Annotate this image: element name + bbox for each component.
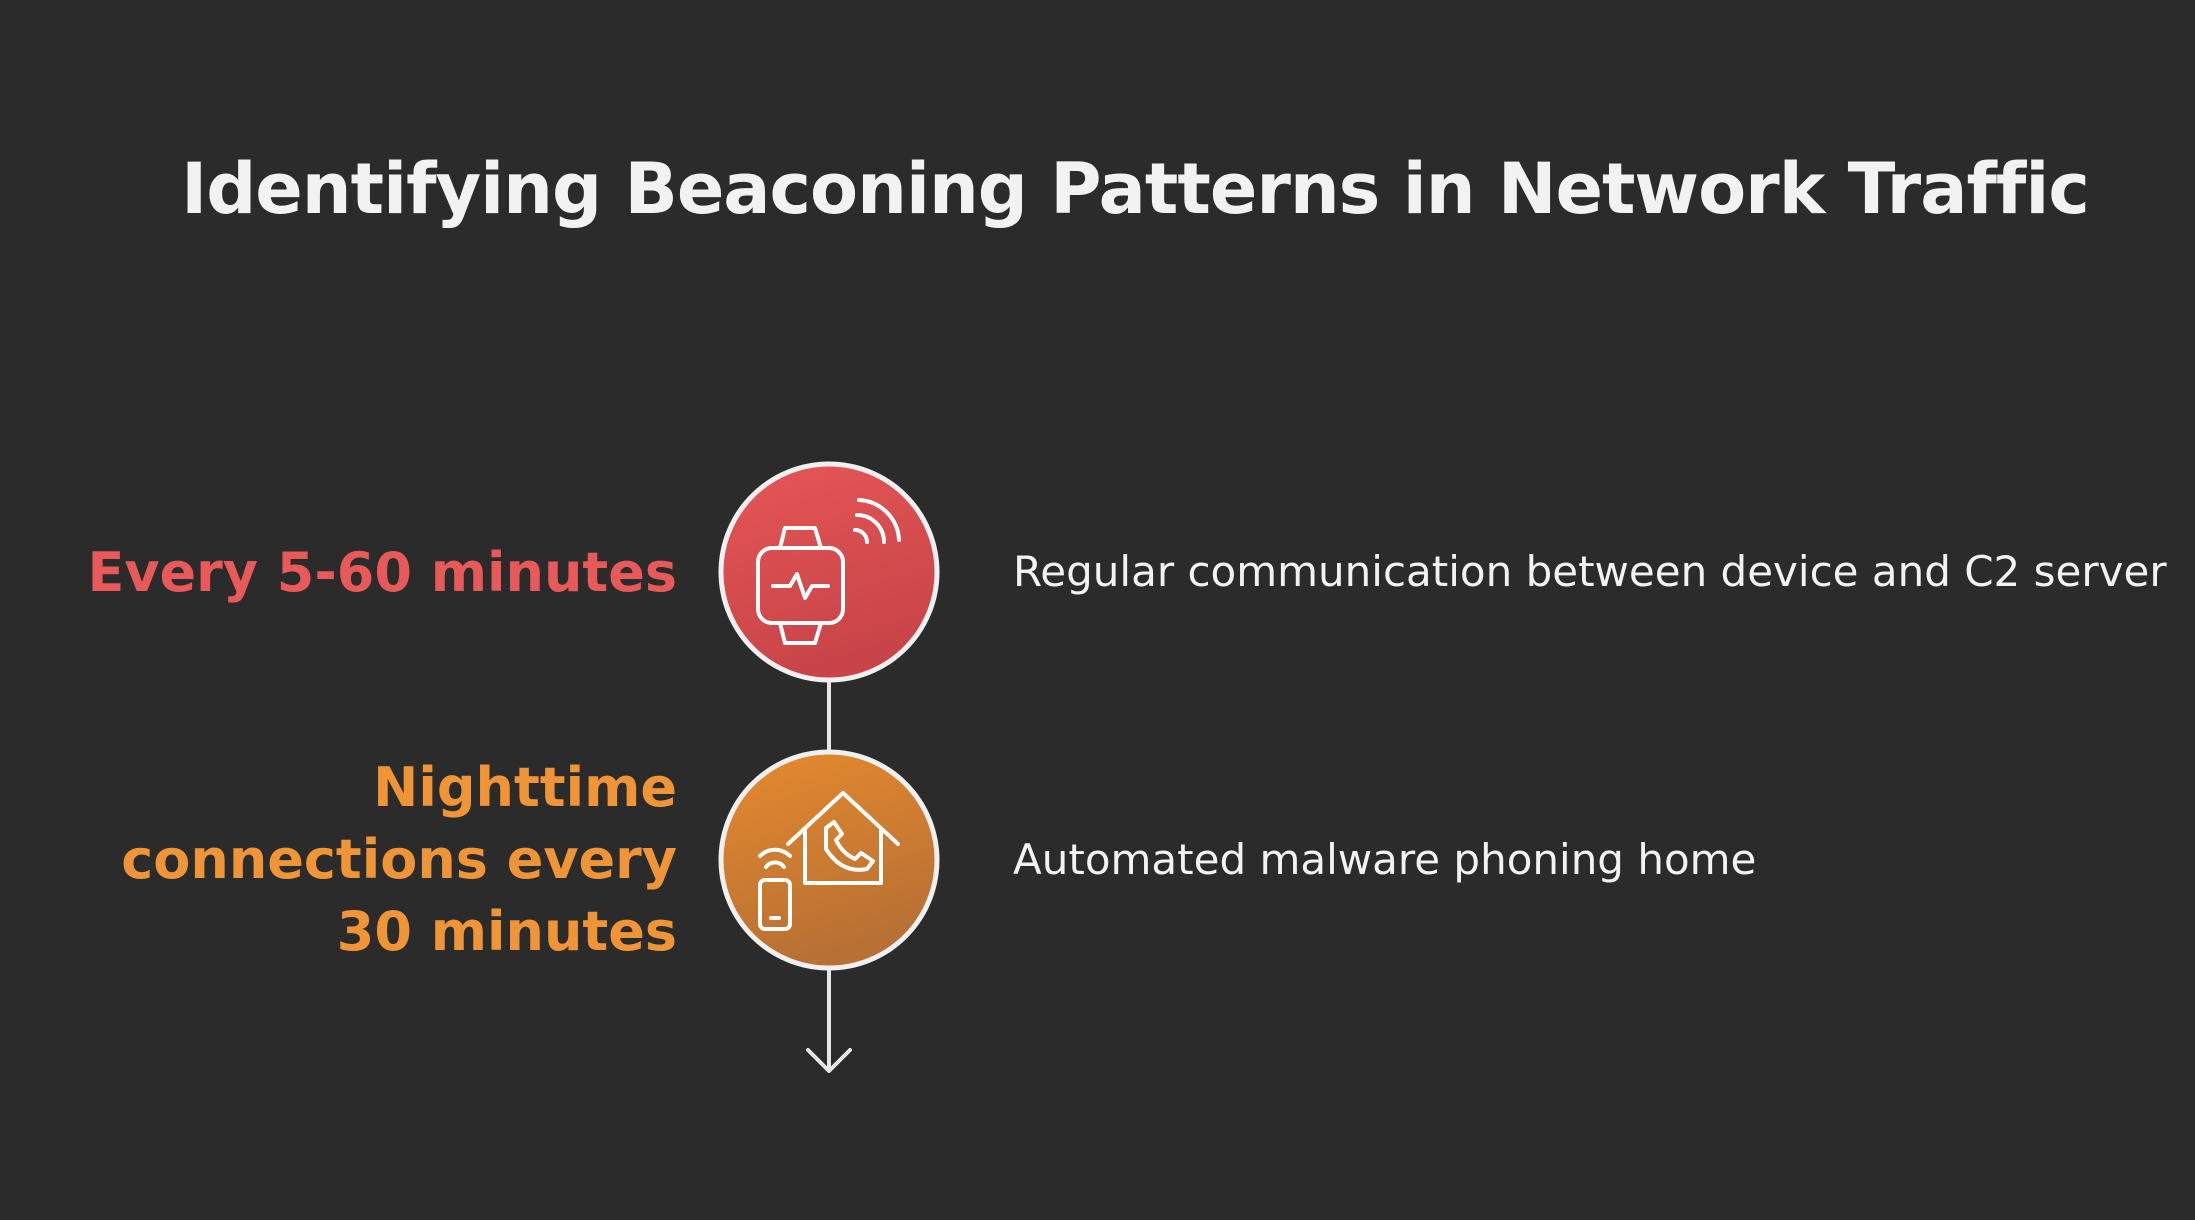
step-1-description: Regular communication between device and… [1013, 547, 2167, 596]
step-1-label: Every 5-60 minutes [87, 541, 677, 604]
step-2-label: Nighttime connections every 30 minutes [121, 756, 677, 963]
diagram-title: Identifying Beaconing Patterns in Networ… [181, 148, 2090, 230]
step-1-node [718, 461, 940, 683]
step-2-description: Automated malware phoning home [1013, 835, 1757, 884]
step-2-node [718, 749, 940, 971]
phone-home-icon [758, 791, 900, 931]
arrow-down-icon [806, 1048, 852, 1073]
smartwatch-signal-icon [756, 498, 901, 645]
